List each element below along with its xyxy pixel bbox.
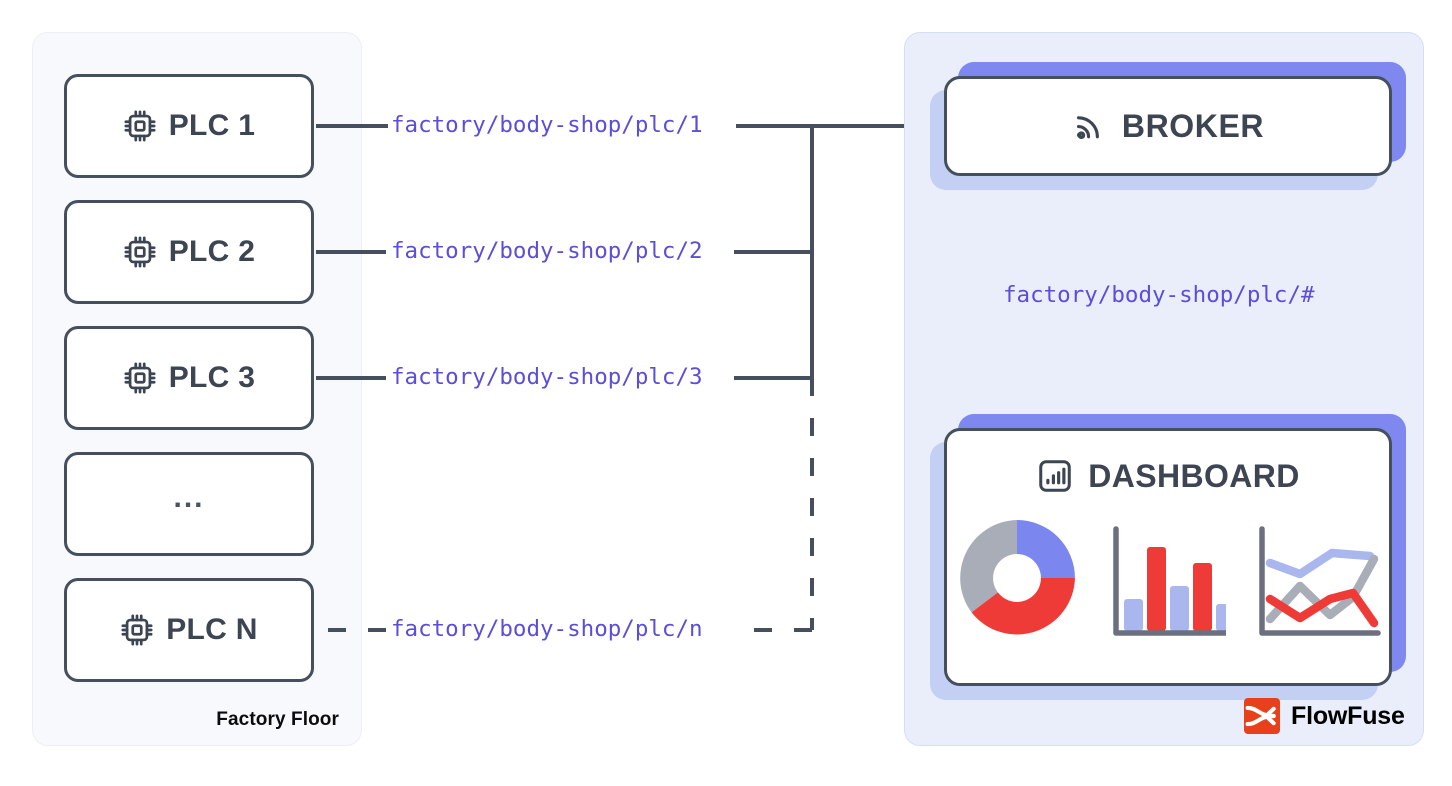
chip-icon	[121, 614, 153, 646]
donut-chart	[960, 520, 1075, 635]
flowfuse-brand: FlowFuse	[1244, 698, 1405, 734]
broker-card[interactable]: BROKER	[930, 62, 1406, 190]
plc-card-1[interactable]: PLC 1	[64, 74, 314, 178]
bar-chart	[1113, 526, 1226, 636]
line-chart	[1259, 526, 1381, 636]
flowfuse-logo-icon	[1244, 698, 1280, 734]
chip-icon	[124, 236, 156, 268]
flowfuse-wordmark: FlowFuse	[1291, 701, 1405, 730]
chip-icon	[124, 110, 156, 142]
dashboard-title-row: DASHBOARD	[1036, 457, 1300, 495]
topic-label-plc2: factory/body-shop/plc/2	[391, 238, 703, 264]
plc-card-n[interactable]: PLC N	[64, 578, 314, 682]
topic-label-plcn: factory/body-shop/plc/n	[391, 616, 703, 642]
plc-card-ellipsis: ...	[64, 452, 314, 556]
broker-card-face: BROKER	[944, 76, 1392, 176]
bar-chart-square-icon	[1039, 460, 1071, 492]
ellipsis-label: ...	[173, 481, 205, 514]
plc-card-2[interactable]: PLC 2	[64, 200, 314, 304]
plc-card-label: PLC N	[166, 613, 258, 646]
broker-label: BROKER	[1121, 108, 1265, 144]
plc-card-3[interactable]: PLC 3	[64, 326, 314, 430]
plc-card-label: PLC 1	[168, 109, 256, 142]
dashboard-label: DASHBOARD	[1088, 458, 1300, 494]
dashboard-charts	[954, 515, 1382, 641]
subscription-topic-label: factory/body-shop/plc/#	[1003, 282, 1315, 308]
topic-label-plc1: factory/body-shop/plc/1	[391, 112, 703, 138]
factory-floor-label: Factory Floor	[216, 709, 339, 730]
plc-card-label: PLC 3	[168, 361, 256, 394]
dashboard-card-face: DASHBOARD	[944, 428, 1392, 686]
chip-icon	[124, 362, 156, 394]
plc-card-label: PLC 2	[168, 235, 256, 268]
dashboard-card[interactable]: DASHBOARD	[930, 414, 1406, 700]
topic-label-plc3: factory/body-shop/plc/3	[391, 364, 703, 390]
rss-signal-icon	[1076, 116, 1099, 139]
